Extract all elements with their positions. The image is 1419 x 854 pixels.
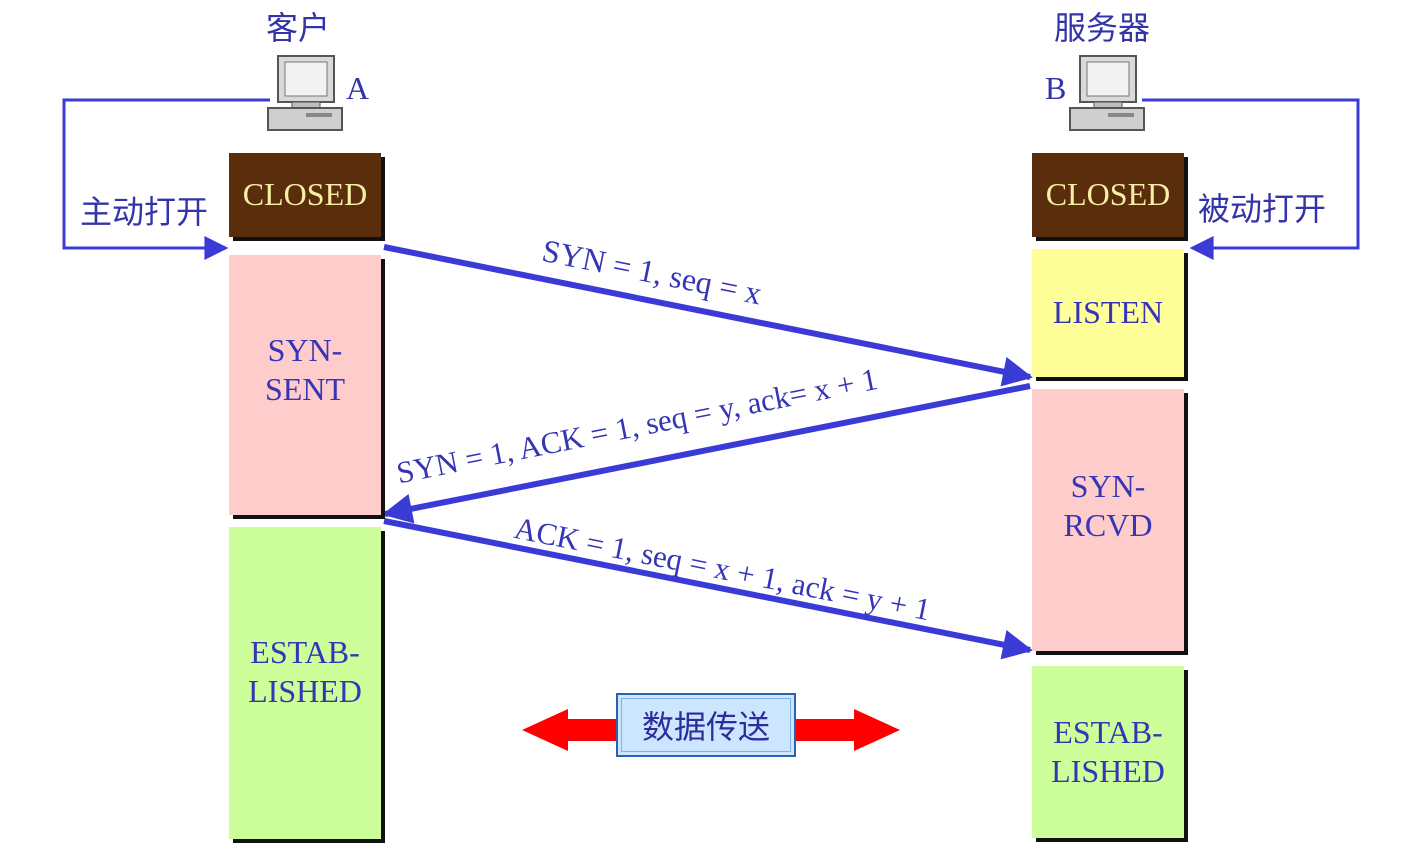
client-letter: A	[346, 70, 370, 106]
server-state-syn-rcvd: SYN- RCVD	[1032, 389, 1184, 651]
client-state-closed: CLOSED	[229, 153, 381, 237]
client-state-syn-sent: SYN- SENT	[229, 255, 381, 515]
syn-arrow	[383, 244, 1033, 387]
server-letter: B	[1045, 70, 1067, 106]
server-established-line2: LISHED	[1051, 753, 1165, 789]
server-state-listen: LISTEN	[1032, 249, 1184, 377]
client-established-line2: LISHED	[248, 673, 362, 710]
client-state-closed-label: CLOSED	[242, 176, 368, 213]
client-established-line1: ESTAB-	[250, 634, 360, 670]
server-computer-icon	[1069, 55, 1145, 131]
data-transfer-arrow	[522, 709, 900, 751]
server-state-closed: CLOSED	[1032, 153, 1184, 237]
syn-ack-arrow	[382, 383, 1031, 524]
client-syn-sent-line1: SYN-	[267, 332, 343, 368]
server-state-closed-label: CLOSED	[1045, 176, 1171, 213]
passive-open-arrow	[1142, 98, 1360, 260]
client-state-established: ESTAB- LISHED	[229, 527, 381, 839]
server-established-line1: ESTAB-	[1053, 713, 1163, 750]
client-syn-sent-line2: SENT	[265, 371, 345, 408]
client-title: 客户	[266, 9, 331, 47]
ack-arrow	[383, 518, 1033, 660]
server-title: 服务器	[1054, 9, 1151, 47]
server-syn-rcvd-line2: RCVD	[1063, 507, 1153, 544]
passive-open-label: 被动打开	[1198, 190, 1327, 228]
server-syn-rcvd-line1: SYN-	[1070, 468, 1146, 504]
client-computer-icon	[267, 55, 343, 131]
server-state-established: ESTAB- LISHED	[1032, 666, 1184, 838]
data-transfer-label: 数据传送	[616, 693, 796, 757]
active-open-arrow	[62, 98, 270, 260]
server-listen-label: LISTEN	[1052, 294, 1164, 331]
active-open-label: 主动打开	[80, 193, 209, 231]
